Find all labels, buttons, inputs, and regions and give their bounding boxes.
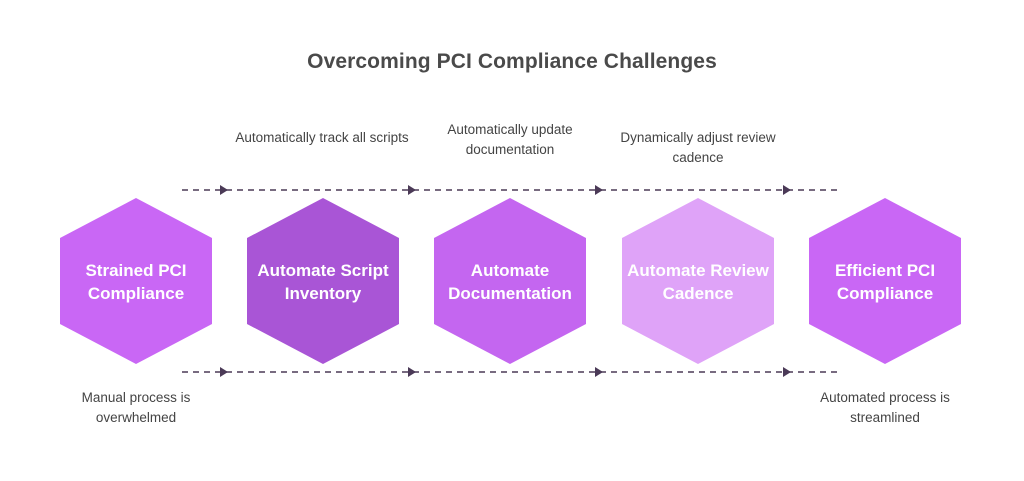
hexagon-automate-documentation [434,198,586,364]
hexagon-efficient-pci-compliance [809,198,961,364]
arrowhead-icon [595,185,603,195]
step-label-automate-script-inventory: Automate Script Inventory [257,261,389,303]
arrowhead-icon [408,185,416,195]
diagram-title: Overcoming PCI Compliance Challenges [307,50,717,73]
note-track-scripts: Automatically track all scripts [235,130,409,145]
arrowhead-icon [220,367,228,377]
arrowhead-icon [783,367,791,377]
step-label-automate-review-cadence: Automate Review Cadence [627,261,769,303]
arrowhead-icon [220,185,228,195]
step-label-strained-pci-compliance: Strained PCI Compliance [85,261,187,303]
hexagon-strained-pci-compliance [60,198,212,364]
step-label-efficient-pci-compliance: Efficient PCI Compliance [834,261,936,303]
hexagon-automate-review-cadence [622,198,774,364]
note-update-documentation: Automatically update documentation [447,122,573,157]
hexagon-automate-script-inventory [247,198,399,364]
note-manual-process: Manual process is overwhelmed [81,390,191,425]
hexagon-group [60,198,961,364]
arrowhead-icon [595,367,603,377]
connector-lines [182,185,842,377]
arrowhead-icon [408,367,416,377]
arrowhead-icon [783,185,791,195]
note-automated-process: Automated process is streamlined [820,390,950,425]
note-review-cadence: Dynamically adjust review cadence [620,130,776,165]
step-label-automate-documentation: Automate Documentation [448,261,572,303]
